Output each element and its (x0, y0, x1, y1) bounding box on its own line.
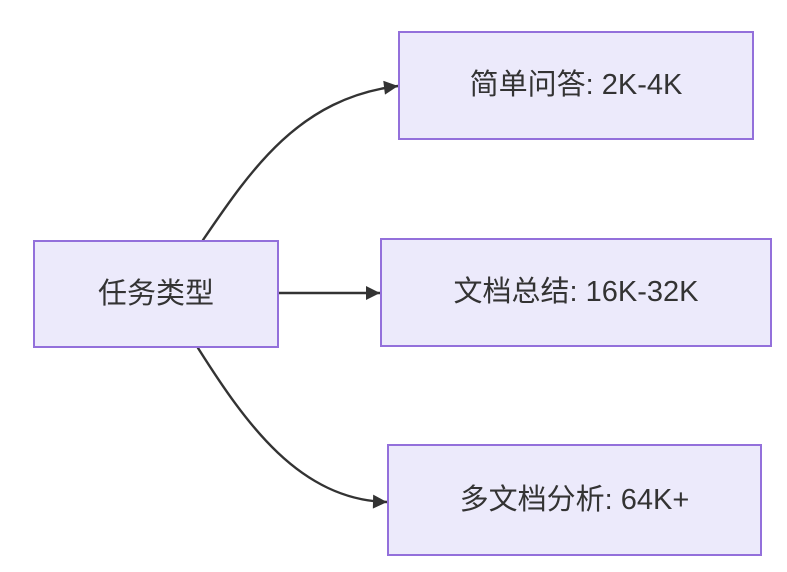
node-doc-summary-label: 文档总结: 16K-32K (453, 276, 699, 308)
node-multi-doc: 多文档分析: 64K+ (387, 444, 762, 556)
node-task-type-label: 任务类型 (97, 277, 214, 310)
node-simple-qa-label: 简单问答: 2K-4K (469, 69, 683, 101)
edge-task-type-to-simple-qa (201, 80, 400, 242)
node-multi-doc-label: 多文档分析: 64K+ (459, 483, 690, 516)
node-simple-qa: 简单问答: 2K-4K (398, 31, 754, 140)
node-doc-summary: 文档总结: 16K-32K (380, 238, 772, 347)
node-task-type: 任务类型 (33, 240, 279, 348)
edge-task-type-to-multi-doc (196, 346, 389, 509)
